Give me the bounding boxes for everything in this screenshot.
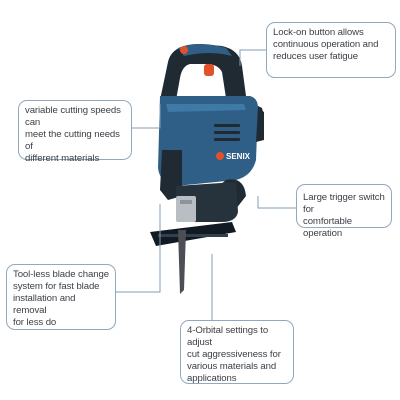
callout-blade-line-3: installation and removal xyxy=(13,293,76,316)
callout-orbital: 4-Orbital settings to adjust cut aggress… xyxy=(180,320,294,384)
callout-orbital-line-4: applications xyxy=(187,373,237,384)
saw-blade xyxy=(178,230,186,294)
callout-trigger-line-1: Large trigger switch for xyxy=(303,192,385,215)
callout-lock-on-line-3: reduces user fatigue xyxy=(273,51,358,62)
callout-lock-on-line-1: Lock-on button allows xyxy=(273,27,364,38)
brand-logo: SENIX xyxy=(226,152,251,161)
callout-orbital-line-2: cut aggressiveness for xyxy=(187,349,281,360)
callout-orbital-line-1: 4-Orbital settings to adjust xyxy=(187,325,269,348)
callout-blade-change: Tool-less blade change system for fast b… xyxy=(6,264,116,330)
callout-trigger-line-2: comfortable operation xyxy=(303,216,353,239)
callout-lock-on-line-2: continuous operation and xyxy=(273,39,379,50)
callout-blade-line-4: for less do xyxy=(13,317,57,328)
callout-speed-line-3: different materials xyxy=(25,153,100,164)
callout-speed-line-1: variable cutting speeds can xyxy=(25,105,121,128)
callout-blade-line-2: system for fast blade xyxy=(13,281,100,292)
jigsaw-handle xyxy=(160,44,246,100)
callout-speed-line-2: meet the cutting needs of xyxy=(25,129,120,152)
callout-blade-line-1: Tool-less blade change xyxy=(13,269,109,280)
callout-trigger: Large trigger switch for comfortable ope… xyxy=(296,184,392,239)
callout-orbital-line-3: various materials and xyxy=(187,361,277,372)
lock-on-button xyxy=(204,64,214,76)
callout-lock-on: Lock-on button allows continuous operati… xyxy=(266,22,396,78)
jigsaw-body xyxy=(158,96,258,186)
callout-variable-speed: variable cutting speeds can meet the cut… xyxy=(18,100,132,164)
